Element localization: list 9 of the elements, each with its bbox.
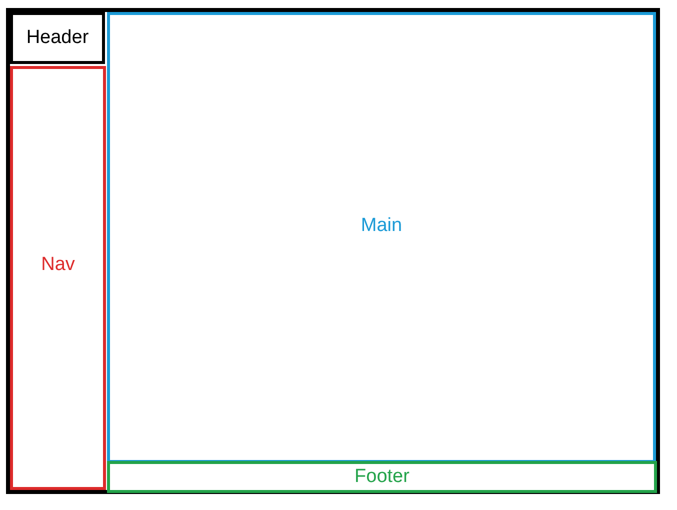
- nav-region: [10, 66, 106, 490]
- main-region: [107, 12, 656, 463]
- region-label: Footer: [354, 466, 410, 488]
- page-frame: [6, 8, 660, 494]
- footer-region: [107, 461, 657, 493]
- region-label: Nav: [41, 254, 75, 276]
- region-label: Main: [360, 215, 402, 237]
- header-region: [10, 12, 105, 64]
- region-label: Header: [26, 27, 89, 49]
